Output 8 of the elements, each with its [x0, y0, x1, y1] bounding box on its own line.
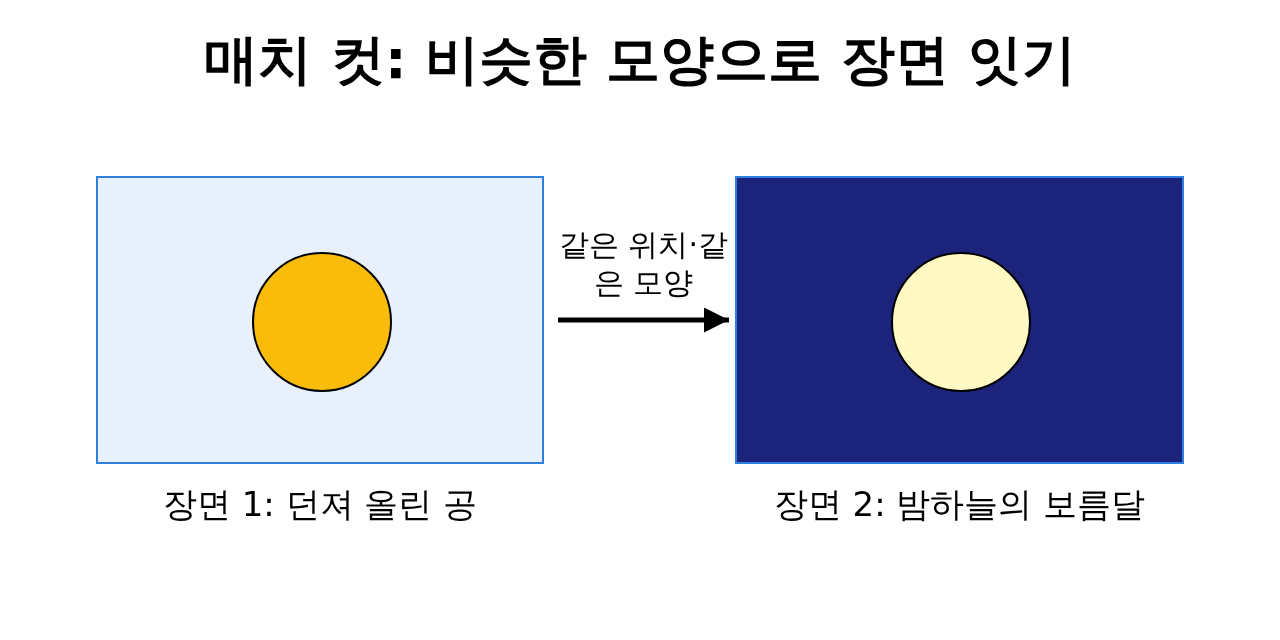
scene-panel	[735, 176, 1184, 464]
ball-circle	[252, 252, 392, 392]
scene-caption: 장면 2: 밤하늘의 보름달	[772, 483, 1147, 526]
scene-caption: 장면 1: 던져 올린 공	[161, 483, 479, 526]
title: 매치 컷: 비슷한 모양으로 장면 잇기	[203, 28, 1077, 93]
moon-circle	[891, 252, 1031, 392]
scene-panel	[96, 176, 544, 464]
arrow	[558, 307, 729, 333]
